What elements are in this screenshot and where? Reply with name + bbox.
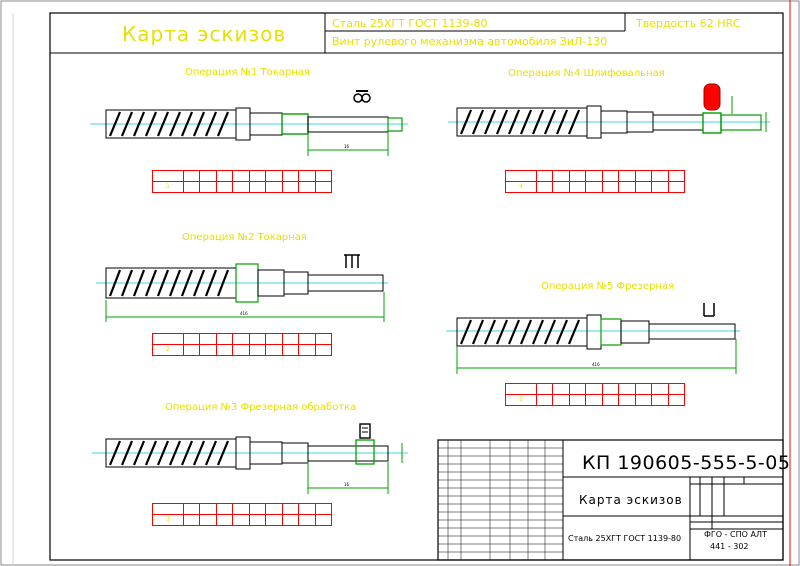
operation-2-label: Операция №2 Токарная: [182, 232, 307, 243]
part-name-label: Винт рулевого механизма автомобиля ЗиЛ-1…: [332, 35, 608, 48]
milling-tool-symbol: [703, 303, 715, 317]
operation-1-table: 1: [152, 170, 332, 193]
grinding-wheel-symbol: [703, 83, 721, 111]
milling-cutter-symbol: [359, 423, 371, 439]
title-block: [437, 439, 784, 561]
table-cell: 5: [505, 394, 537, 406]
operation-4-label: Операция №4 Шлифовальная: [508, 68, 665, 79]
operation-2-table: 2: [152, 333, 332, 356]
shaft-op2: 416: [96, 254, 388, 322]
document-number: КП 190605-555-5-05: [582, 452, 791, 474]
svg-text:416: 416: [240, 311, 248, 316]
svg-text:16: 16: [344, 144, 350, 149]
operation-3-label: Операция №3 Фрезерная обработка: [165, 402, 357, 413]
material-label: Сталь 25ХГТ ГОСТ 1139-80: [332, 17, 488, 30]
operation-5-table: 5: [505, 383, 685, 406]
hardness-label: Твердость 62 HRC: [636, 17, 741, 30]
organization-line-2: 441 - 302: [710, 542, 749, 551]
operation-1-label: Операция №1 Токарная: [185, 67, 310, 78]
table-cell: 3: [152, 514, 184, 526]
table-cell: 2: [152, 344, 184, 356]
sheet-title: Карта эскизов: [122, 22, 287, 46]
document-name: Карта эскизов: [579, 493, 683, 507]
svg-text:416: 416: [592, 362, 600, 367]
shaft-op4: [448, 83, 770, 139]
svg-text:16: 16: [344, 482, 350, 487]
table-cell: 4: [505, 181, 537, 193]
shaft-op1: 16: [90, 90, 408, 156]
table-cell: 1: [152, 181, 184, 193]
organization-line-1: ФГО - СПО АЛТ: [704, 530, 767, 539]
turning-tool-symbol: [344, 254, 360, 268]
operation-4-table: 4: [505, 170, 685, 193]
operation-5-label: Операция №5 Фрезерная: [541, 281, 675, 292]
shaft-op5: 416: [446, 303, 740, 374]
title-block-material: Сталь 25ХГТ ГОСТ 1139-80: [568, 534, 682, 543]
milling-cutter-symbol: [353, 90, 371, 103]
operation-3-table: 3: [152, 503, 332, 526]
shaft-op3: 16: [92, 423, 408, 494]
